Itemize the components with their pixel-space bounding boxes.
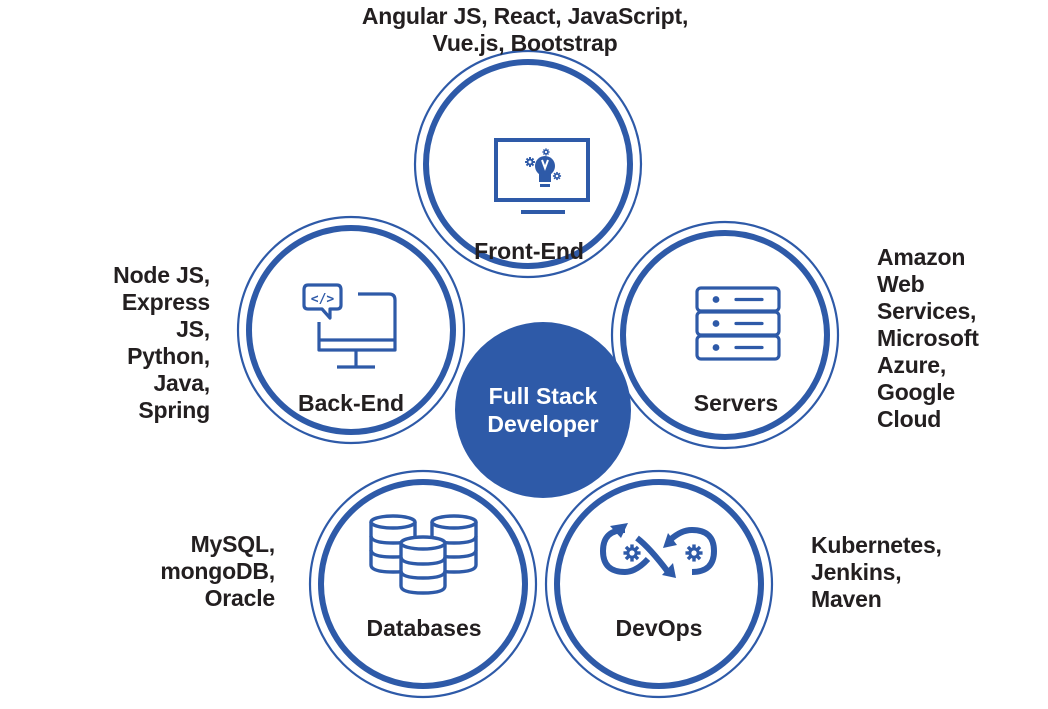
databases-label: Databases: [366, 615, 481, 641]
databases-tech-line: Oracle: [204, 585, 276, 611]
servers-tech-line: Web: [877, 271, 925, 297]
center-circle: [455, 322, 631, 498]
front-end-technologies: Angular JS, React, JavaScript, Vue.js, B…: [300, 3, 750, 57]
front-end-tech-line: Angular JS, React, JavaScript,: [361, 3, 689, 29]
servers-tech-line: Cloud: [877, 406, 942, 432]
back-end-outer-ring: [236, 215, 466, 445]
servers-inner-ring: [620, 230, 830, 440]
servers-label: Servers: [694, 390, 778, 416]
databases-inner-ring: [318, 479, 528, 689]
monitor-lightbulb-gears-icon: [494, 138, 590, 214]
databases-outer-ring: [308, 469, 538, 699]
devops-tech-line: Jenkins,: [811, 559, 902, 585]
center-node: Full Stack Developer: [455, 322, 631, 498]
devops-label: DevOps: [616, 615, 703, 641]
servers-tech-line: Services,: [877, 298, 977, 324]
node-servers: [610, 220, 840, 450]
front-end-tech-line: Vue.js, Bootstrap: [432, 30, 618, 56]
back-end-tech-line: Express: [121, 289, 210, 315]
back-end-tech-line: JS,: [176, 316, 210, 342]
node-devops: [544, 469, 774, 699]
center-label-line1: Full Stack: [489, 383, 598, 409]
back-end-inner-ring: [246, 225, 456, 435]
back-end-tech-line: Spring: [138, 397, 210, 423]
back-end-technologies: Node JS, Express JS, Python, Java, Sprin…: [60, 262, 210, 424]
devops-infinity-gears-icon: [599, 523, 718, 578]
front-end-outer-ring: [413, 49, 643, 279]
back-end-tech-line: Node JS,: [113, 262, 210, 288]
servers-tech-line: Azure,: [877, 352, 947, 378]
databases-technologies: MySQL, mongoDB, Oracle: [120, 531, 275, 612]
server-rack-icon: [695, 286, 781, 361]
servers-tech-line: Amazon: [877, 244, 966, 270]
devops-tech-line: Kubernetes,: [811, 532, 942, 558]
devops-tech-line: Maven: [811, 586, 882, 612]
servers-tech-line: Google: [877, 379, 956, 405]
devops-inner-ring: [554, 479, 764, 689]
node-databases: [308, 469, 538, 699]
svg-text:</>: </>: [311, 292, 335, 307]
databases-tech-line: MySQL,: [190, 531, 276, 557]
node-back-end: [236, 215, 466, 445]
devops-technologies: Kubernetes, Jenkins, Maven: [811, 532, 1011, 613]
database-stack-icon: [369, 514, 478, 595]
databases-tech-line: mongoDB,: [160, 558, 275, 584]
back-end-tech-line: Java,: [153, 370, 210, 396]
servers-technologies: Amazon Web Services, Microsoft Azure, Go…: [877, 244, 1037, 433]
devops-outer-ring: [544, 469, 774, 699]
center-label-line2: Developer: [487, 411, 598, 437]
front-end-label: Front-End: [474, 238, 584, 264]
servers-outer-ring: [610, 220, 840, 450]
servers-tech-line: Microsoft: [877, 325, 979, 351]
back-end-tech-line: Python,: [127, 343, 210, 369]
monitor-code-bubble-icon: </>: [302, 283, 397, 369]
back-end-label: Back-End: [298, 390, 404, 416]
